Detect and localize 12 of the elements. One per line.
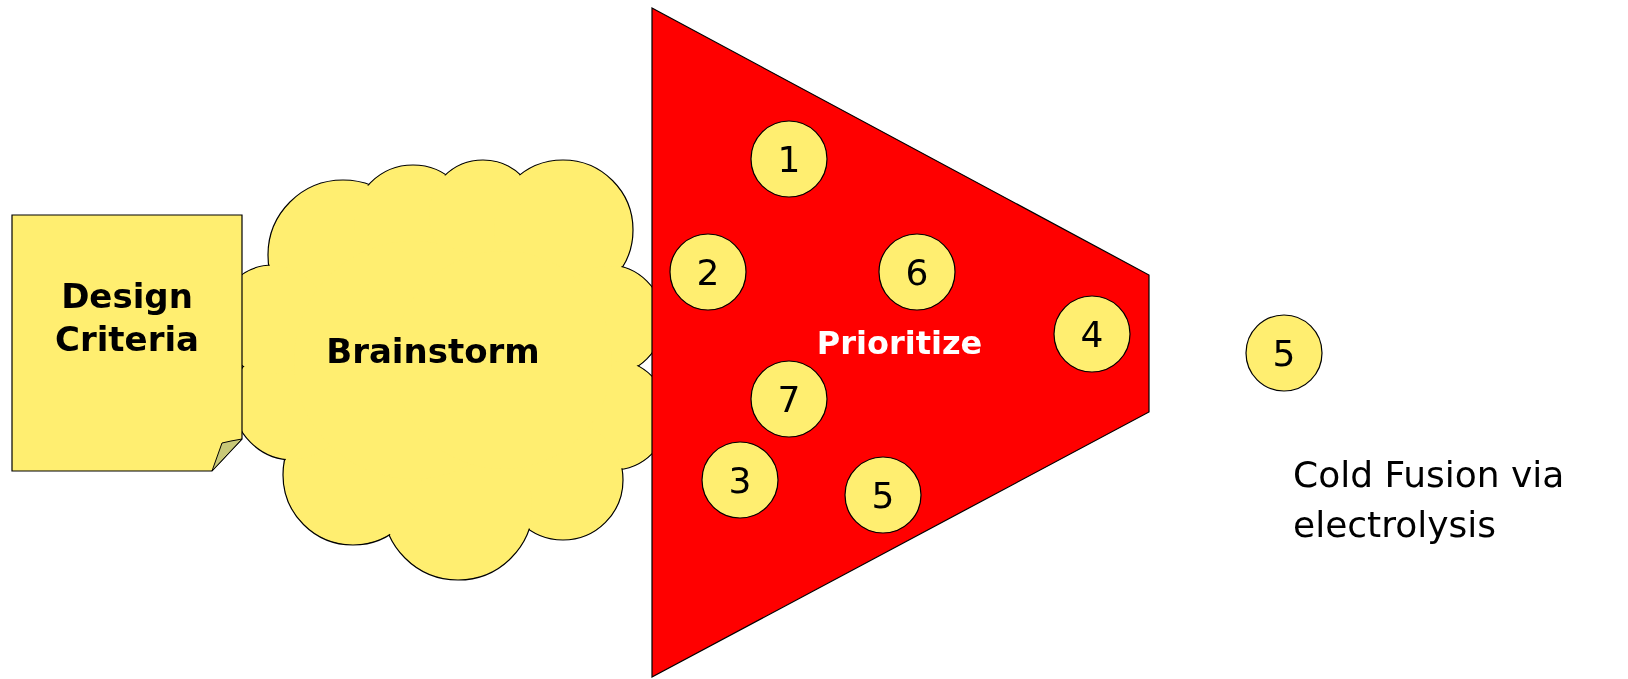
circle-number: 5: [1271, 332, 1297, 376]
stage-label: Prioritize: [815, 323, 984, 363]
circle-number: 5: [870, 474, 896, 518]
circle-number: 6: [904, 251, 930, 295]
circle-number: 4: [1079, 313, 1105, 357]
circle-number: 3: [727, 459, 753, 503]
stage-label: Brainstorm: [325, 330, 541, 373]
note-text: Cold Fusion via electrolysis: [1293, 453, 1566, 548]
stage-label: Design Criteria: [53, 275, 201, 360]
circle-number: 7: [776, 378, 802, 422]
circle-number: 1: [776, 138, 802, 182]
circle-number: 2: [695, 251, 721, 295]
